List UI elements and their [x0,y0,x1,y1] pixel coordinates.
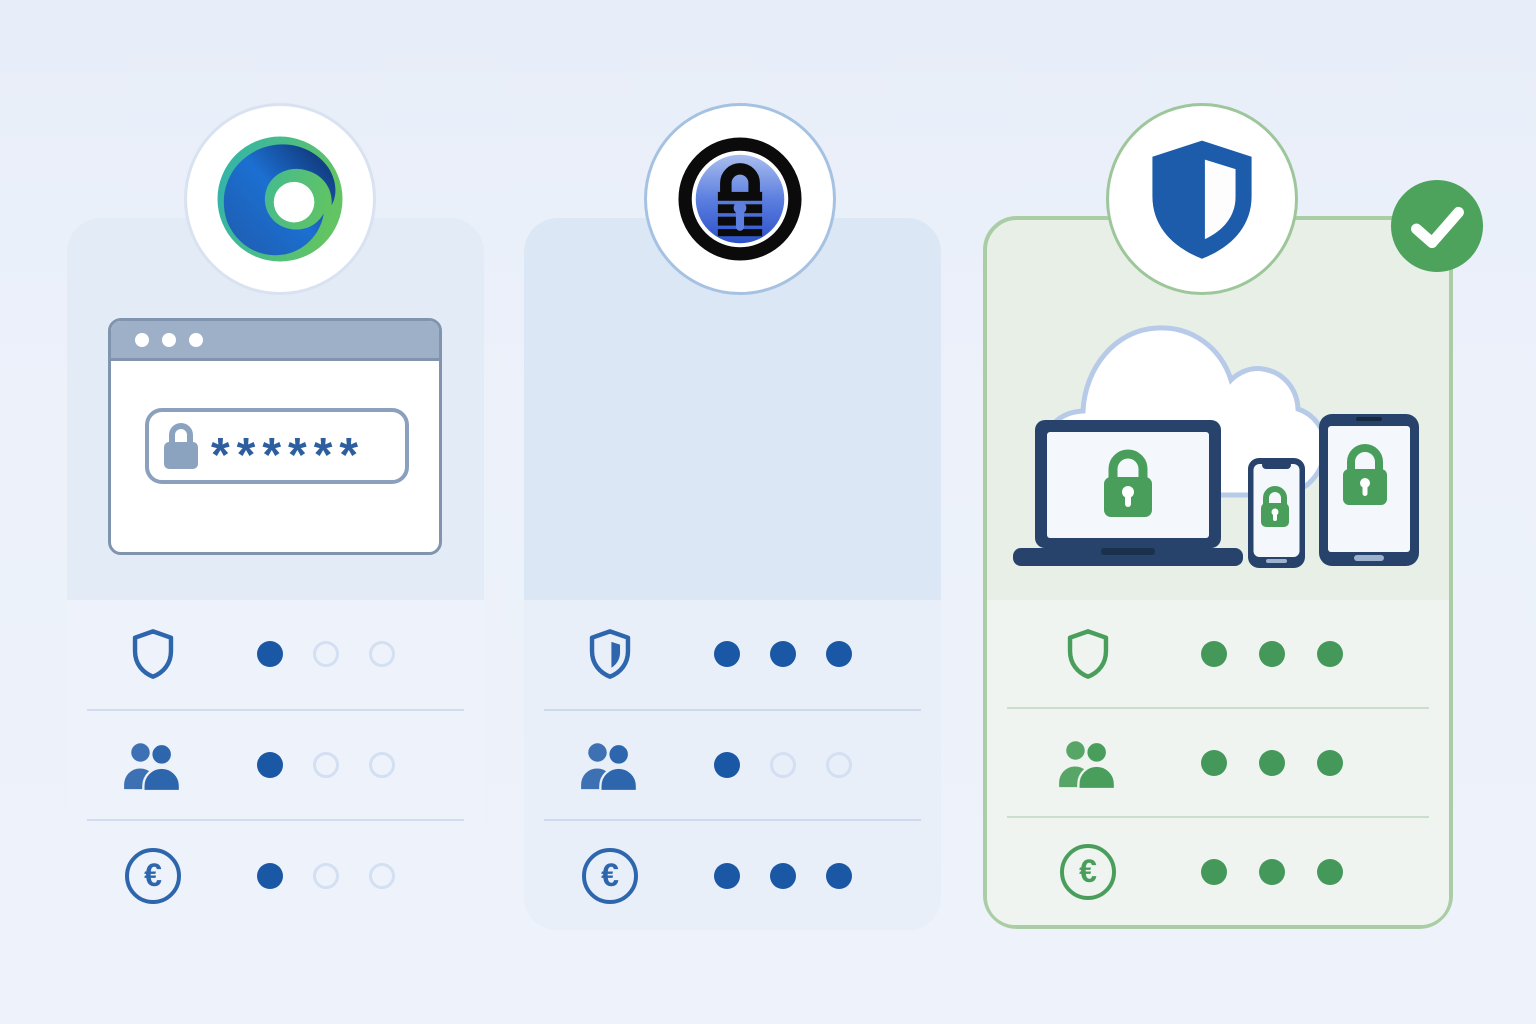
rating-row-users [544,708,921,820]
rating-dots [714,641,852,668]
rating-dot-filled [714,641,740,668]
rating-dots [714,862,852,889]
rating-dot-filled [1201,858,1227,885]
rating-dot-empty [313,752,339,778]
window-dot-icon [162,332,176,347]
rating-dot-filled [1317,858,1343,885]
blue-shield-icon [1152,140,1252,259]
rating-dot-filled [770,862,796,889]
euro-icon: € [582,847,638,904]
rating-dots [257,862,395,889]
users-icon [1059,740,1117,789]
checkmark-icon [1390,179,1484,273]
browser-titlebar [111,321,439,361]
rating-dot-empty [369,862,395,889]
shield-half-icon [589,629,631,680]
shield-icon [132,629,174,680]
shield-icon [1067,628,1109,679]
rating-row-cost: € [1007,816,1429,925]
euro-icon: € [1060,843,1116,900]
ratings-panel: € [67,600,484,930]
rating-dot-filled [1259,749,1285,776]
keepass-lock-icon [678,137,802,261]
rating-dots [257,641,395,668]
ratings-panel: € [524,600,941,930]
rating-dot-filled [1259,858,1285,885]
rating-row-cost: € [544,819,921,930]
rating-dot-filled [1259,640,1285,667]
keepass-logo-circle [644,103,836,295]
rating-dot-filled [1201,749,1227,776]
rating-dot-filled [257,641,283,668]
column-cloud-manager: € [983,216,1453,929]
edge-browser-icon [217,136,343,262]
rating-dots [714,752,852,778]
rating-dot-filled [826,862,852,889]
rating-dots [1201,749,1343,776]
rating-dot-empty [313,641,339,668]
rating-dot-empty [369,641,395,668]
password-field: ****** [145,408,409,484]
rating-dot-filled [1317,749,1343,776]
recommended-badge [1390,179,1484,273]
rating-dot-filled [1201,640,1227,667]
rating-dot-empty [313,862,339,889]
users-icon [581,742,639,791]
ratings-panel: € [987,600,1449,925]
rating-dots [1201,858,1343,885]
rating-dot-filled [257,862,283,889]
lock-icon [164,423,198,469]
column-browser-built-in: ****** [67,218,484,930]
rating-row-security [544,600,921,709]
rating-dot-filled [826,641,852,668]
window-dot-icon [135,332,149,347]
browser-window-illustration: ****** [108,318,442,555]
rating-row-cost: € [87,819,464,930]
rating-dots [257,752,395,778]
rating-row-users [1007,707,1429,816]
rating-dot-filled [714,752,740,778]
rating-dot-filled [1317,640,1343,667]
window-dot-icon [189,332,203,347]
rating-dot-empty [770,752,796,778]
cloud-devices-illustration [1013,325,1419,568]
shield-logo-circle [1106,103,1298,295]
rating-dot-filled [770,641,796,668]
rating-row-security [1007,600,1429,707]
rating-dot-empty [369,752,395,778]
edge-browser-logo-circle [184,103,376,295]
rating-row-security [87,600,464,709]
euro-icon: € [125,847,181,904]
users-icon [124,742,182,791]
rating-dots [1201,640,1343,667]
column-local-vault: € [524,218,1432,930]
masked-password-value: ****** [211,428,366,482]
rating-dot-filled [257,752,283,778]
rating-row-users [87,708,464,820]
rating-dot-empty [826,752,852,778]
rating-dot-filled [714,862,740,889]
